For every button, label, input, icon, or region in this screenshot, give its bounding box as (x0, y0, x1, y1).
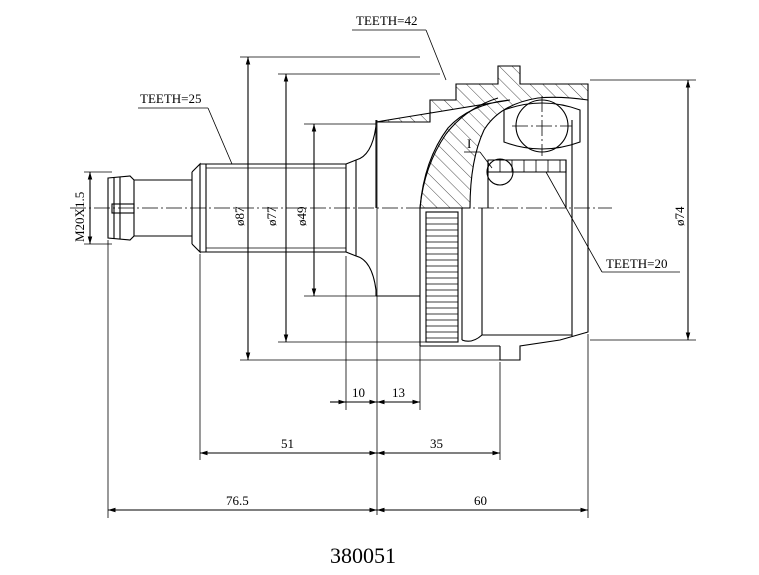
teeth-25-label: TEETH=25 (140, 91, 201, 106)
dia-74-dimension: ø74 (590, 79, 696, 341)
splined-shaft (200, 160, 357, 256)
bell-housing-section (375, 65, 589, 209)
dia-49-label: ø49 (294, 207, 309, 227)
callout-teeth-42: TEETH=42 (352, 13, 447, 81)
len-51-dimension: 51 (200, 436, 377, 456)
len-35-dimension: 35 (377, 436, 500, 456)
len-10-label: 10 (352, 385, 365, 400)
threaded-end (107, 162, 201, 254)
inner-race-and-ball (486, 96, 581, 186)
dia-74-label: ø74 (672, 206, 687, 226)
thread-label: M20X1.5 (72, 192, 87, 242)
len-13-label: 13 (392, 385, 405, 400)
thread-dimension: M20X1.5 (72, 171, 112, 245)
detail-i-label: I (467, 136, 471, 151)
bell-housing-outline (376, 100, 589, 361)
len-60-label: 60 (474, 493, 487, 508)
len-76-5-dimension: 76.5 (108, 493, 377, 513)
part-number: 380051 (330, 543, 396, 568)
callout-detail-i: I (464, 136, 493, 169)
len-60-dimension: 60 (377, 493, 588, 513)
callout-teeth-20: TEETH=20 (545, 171, 680, 273)
len-10-dimension: 10 (330, 385, 377, 405)
dia-87-dimension: ø87 (232, 56, 500, 361)
len-13-dimension: 13 (377, 385, 420, 405)
callout-teeth-25: TEETH=25 (138, 91, 233, 165)
dia-87-label: ø87 (232, 206, 247, 226)
len-35-label: 35 (430, 436, 443, 451)
len-51-label: 51 (281, 436, 294, 451)
dia-49-dimension: ø49 (294, 123, 376, 297)
teeth-20-label: TEETH=20 (606, 256, 667, 271)
dia-77-dimension: ø77 (264, 73, 440, 343)
teeth-42-label: TEETH=42 (356, 13, 417, 28)
len-76-5-label: 76.5 (226, 493, 249, 508)
dia-77-label: ø77 (264, 206, 279, 226)
abs-tone-ring (425, 211, 459, 343)
